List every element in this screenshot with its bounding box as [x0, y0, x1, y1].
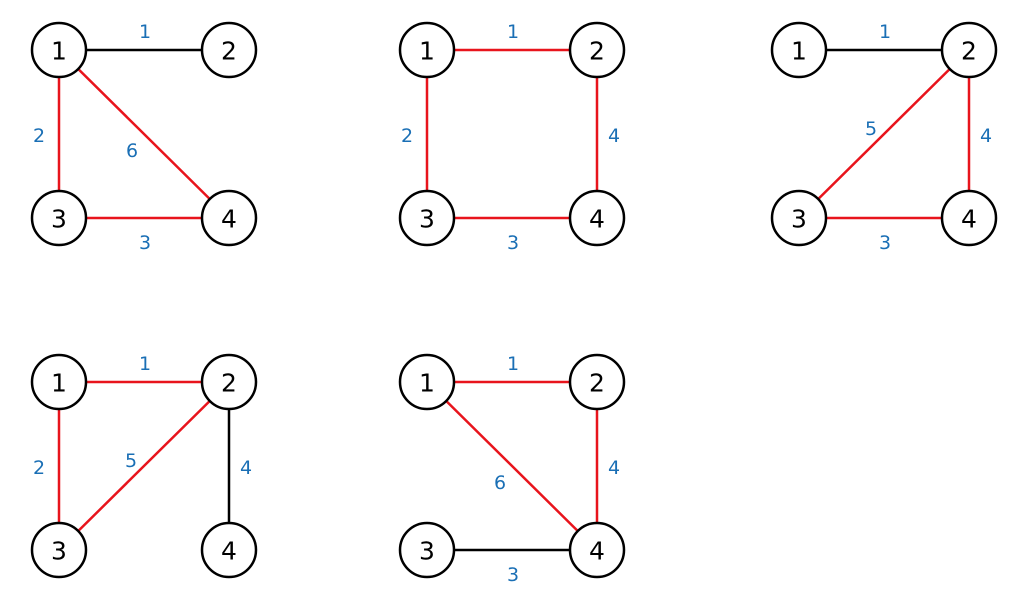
- node-2: 2: [940, 21, 998, 79]
- graph-panel-2: 1 2 4 3 1 2 3 4: [398, 21, 626, 254]
- node-circle: [30, 21, 88, 79]
- node-1: 1: [30, 21, 88, 79]
- edge-weight-label: 1: [507, 21, 519, 43]
- node-label: 3: [419, 205, 435, 234]
- graph-panel-3: 1 5 4 3 1 2 3 4: [770, 21, 998, 254]
- node-circle: [398, 21, 456, 79]
- edge-weight-label: 6: [494, 472, 506, 494]
- node-1: 1: [398, 353, 456, 411]
- graph-panel-5: 1 6 4 3 1 2 3 4: [398, 353, 626, 586]
- node-label: 4: [221, 205, 237, 234]
- node-3: 3: [398, 189, 456, 247]
- node-1: 1: [398, 21, 456, 79]
- edge-weight-label: 1: [139, 21, 151, 43]
- node-label: 4: [221, 537, 237, 566]
- edge-weight-label: 4: [240, 457, 252, 479]
- node-label: 4: [961, 205, 977, 234]
- node-label: 3: [791, 205, 807, 234]
- node-label: 1: [51, 369, 67, 398]
- node-circle: [30, 189, 88, 247]
- edge-2-3-selected: [57, 380, 231, 552]
- edge-weight-label: 1: [507, 353, 519, 375]
- node-circle: [568, 353, 626, 411]
- node-4: 4: [200, 521, 258, 579]
- edge-1-4-selected: [425, 380, 599, 552]
- node-2: 2: [200, 21, 258, 79]
- node-circle: [568, 21, 626, 79]
- node-circle: [940, 189, 998, 247]
- edge-weight-label: 1: [139, 353, 151, 375]
- node-label: 1: [51, 37, 67, 66]
- node-3: 3: [30, 521, 88, 579]
- edge-weight-label: 6: [126, 140, 138, 162]
- node-2: 2: [568, 21, 626, 79]
- node-circle: [568, 189, 626, 247]
- node-circle: [770, 21, 828, 79]
- edge-2-3-selected: [797, 48, 971, 220]
- node-label: 3: [51, 205, 67, 234]
- node-1: 1: [770, 21, 828, 79]
- edge-weight-label: 4: [608, 125, 620, 147]
- graph-panel-1: 1 2 6 3 1 2 3 4: [30, 21, 258, 254]
- edge-weight-label: 3: [879, 232, 891, 254]
- edge-weight-label: 3: [507, 232, 519, 254]
- node-circle: [200, 521, 258, 579]
- node-label: 1: [419, 369, 435, 398]
- node-4: 4: [200, 189, 258, 247]
- node-label: 4: [589, 205, 605, 234]
- node-label: 2: [589, 37, 605, 66]
- node-label: 2: [961, 37, 977, 66]
- edge-weight-label: 2: [33, 125, 45, 147]
- node-circle: [398, 189, 456, 247]
- node-circle: [398, 353, 456, 411]
- edge-weight-label: 3: [507, 564, 519, 586]
- edge-weight-label: 5: [865, 118, 877, 140]
- node-circle: [568, 521, 626, 579]
- node-3: 3: [770, 189, 828, 247]
- node-3: 3: [398, 521, 456, 579]
- node-label: 2: [221, 37, 237, 66]
- edge-weight-label: 2: [33, 457, 45, 479]
- node-label: 1: [791, 37, 807, 66]
- node-4: 4: [568, 521, 626, 579]
- node-circle: [770, 189, 828, 247]
- edge-weight-label: 5: [125, 450, 137, 472]
- node-1: 1: [30, 353, 88, 411]
- node-2: 2: [568, 353, 626, 411]
- node-circle: [200, 189, 258, 247]
- node-label: 2: [589, 369, 605, 398]
- node-label: 2: [221, 369, 237, 398]
- node-circle: [30, 521, 88, 579]
- edge-weight-label: 1: [879, 21, 891, 43]
- edge-weight-label: 2: [401, 125, 413, 147]
- node-4: 4: [568, 189, 626, 247]
- node-circle: [30, 353, 88, 411]
- node-label: 3: [51, 537, 67, 566]
- node-2: 2: [200, 353, 258, 411]
- node-3: 3: [30, 189, 88, 247]
- graph-panel-4: 1 2 5 4 1 2 3 4: [30, 353, 258, 579]
- edge-weight-label: 4: [980, 125, 992, 147]
- node-label: 4: [589, 537, 605, 566]
- node-4: 4: [940, 189, 998, 247]
- edge-weight-label: 3: [139, 232, 151, 254]
- node-circle: [940, 21, 998, 79]
- node-label: 3: [419, 537, 435, 566]
- node-circle: [200, 21, 258, 79]
- node-label: 1: [419, 37, 435, 66]
- node-circle: [398, 521, 456, 579]
- edge-1-4-selected: [57, 48, 231, 220]
- node-circle: [200, 353, 258, 411]
- edge-weight-label: 4: [608, 457, 620, 479]
